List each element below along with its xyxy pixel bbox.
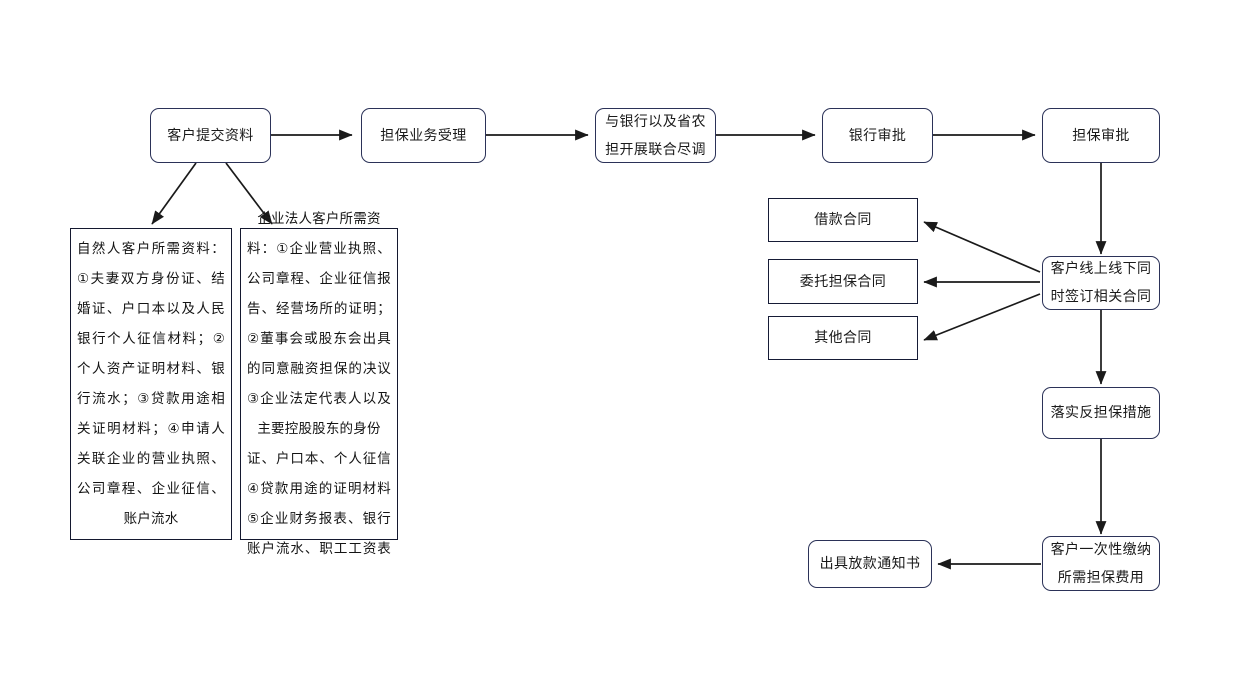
le-line-0: 企业法人客户所需资 xyxy=(257,211,381,227)
node-pay-guarantee-fee-line1: 客户一次性缴纳 xyxy=(1050,541,1152,558)
np-line-6: 关证明材料；④申请人 xyxy=(77,421,225,437)
node-guarantee-approval[interactable]: 担保审批 xyxy=(1042,108,1160,163)
edge-sign-to-other-contract xyxy=(923,293,1041,341)
le-line-1: 料：①企业营业执照、 xyxy=(247,241,391,257)
edge-sign-to-loan-contract xyxy=(923,221,1041,273)
textbox-natural-person-materials: 自然人客户所需资料： ①夫妻双方身份证、结 婚证、户口本以及人民 银行个人征信材… xyxy=(70,228,232,540)
node-submit-materials-label: 客户提交资料 xyxy=(167,127,254,144)
node-loan-contract-label: 借款合同 xyxy=(814,212,872,228)
node-sign-contracts[interactable]: 客户线上线下同 时签订相关合同 xyxy=(1042,256,1160,310)
node-accept-business[interactable]: 担保业务受理 xyxy=(361,108,486,163)
node-counter-guarantee-measures[interactable]: 落实反担保措施 xyxy=(1042,387,1160,439)
np-line-1: ①夫妻双方身份证、结 xyxy=(77,271,225,287)
np-line-8: 公司章程、企业征信、 xyxy=(77,481,225,497)
le-line-4: ②董事会或股东会出具 xyxy=(247,331,391,347)
node-pay-guarantee-fee[interactable]: 客户一次性缴纳 所需担保费用 xyxy=(1042,536,1160,591)
textbox-natural-person-materials-body: 自然人客户所需资料： ①夫妻双方身份证、结 婚证、户口本以及人民 银行个人征信材… xyxy=(71,234,231,534)
le-line-9: ④贷款用途的证明材料 xyxy=(247,481,391,497)
node-accept-business-label: 担保业务受理 xyxy=(380,127,467,144)
node-pay-guarantee-fee-label: 客户一次性缴纳 所需担保费用 xyxy=(1043,536,1159,592)
le-line-8: 证、户口本、个人征信 xyxy=(247,451,391,467)
node-entrust-guarantee-contract[interactable]: 委托担保合同 xyxy=(768,259,918,304)
np-line-5: 行流水；③贷款用途相 xyxy=(77,391,225,407)
le-line-3: 告、经营场所的证明； xyxy=(247,301,391,317)
node-joint-due-diligence-line2: 担开展联合尽调 xyxy=(605,141,706,158)
node-other-contract-label: 其他合同 xyxy=(814,330,872,346)
node-loan-contract[interactable]: 借款合同 xyxy=(768,198,918,242)
node-issue-loan-notice[interactable]: 出具放款通知书 xyxy=(808,540,932,588)
node-guarantee-approval-label: 担保审批 xyxy=(1072,127,1130,144)
edge-submit-to-natural-person xyxy=(151,162,197,225)
le-line-7: 主要控股股东的身份 xyxy=(257,421,381,437)
le-line-5: 的同意融资担保的决议 xyxy=(247,361,391,377)
textbox-legal-entity-materials-body: 企业法人客户所需资 料：①企业营业执照、 公司章程、企业征信报 告、经营场所的证… xyxy=(241,204,397,564)
textbox-legal-entity-materials: 企业法人客户所需资 料：①企业营业执照、 公司章程、企业征信报 告、经营场所的证… xyxy=(240,211,398,557)
node-counter-guarantee-measures-label: 落实反担保措施 xyxy=(1050,405,1152,421)
node-submit-materials[interactable]: 客户提交资料 xyxy=(150,108,271,163)
le-line-2: 公司章程、企业征信报 xyxy=(247,271,391,287)
node-issue-loan-notice-label: 出具放款通知书 xyxy=(819,556,921,572)
np-line-4: 个人资产证明材料、银 xyxy=(77,361,225,377)
node-bank-approval-label: 银行审批 xyxy=(848,127,907,144)
le-line-11: 账户流水、职工工资表 xyxy=(247,541,391,557)
le-line-10: ⑤企业财务报表、银行 xyxy=(247,511,391,527)
node-sign-contracts-label: 客户线上线下同 时签订相关合同 xyxy=(1043,255,1159,311)
np-line-3: 银行个人征信材料；② xyxy=(77,331,225,347)
np-line-2: 婚证、户口本以及人民 xyxy=(77,301,225,317)
node-bank-approval[interactable]: 银行审批 xyxy=(822,108,933,163)
node-sign-contracts-line1: 客户线上线下同 xyxy=(1050,261,1152,277)
np-line-0: 自然人客户所需资料： xyxy=(77,241,225,257)
node-sign-contracts-line2: 时签订相关合同 xyxy=(1050,289,1152,305)
node-joint-due-diligence[interactable]: 与银行以及省农 担开展联合尽调 xyxy=(595,108,716,163)
node-joint-due-diligence-line1: 与银行以及省农 xyxy=(605,113,706,130)
node-entrust-guarantee-contract-label: 委托担保合同 xyxy=(799,273,887,290)
np-line-9: 账户流水 xyxy=(123,511,179,527)
node-pay-guarantee-fee-line2: 所需担保费用 xyxy=(1057,569,1145,586)
le-line-6: ③企业法定代表人以及 xyxy=(247,391,391,407)
node-joint-due-diligence-label: 与银行以及省农 担开展联合尽调 xyxy=(596,108,715,164)
node-other-contract[interactable]: 其他合同 xyxy=(768,316,918,360)
np-line-7: 关联企业的营业执照、 xyxy=(77,451,225,467)
